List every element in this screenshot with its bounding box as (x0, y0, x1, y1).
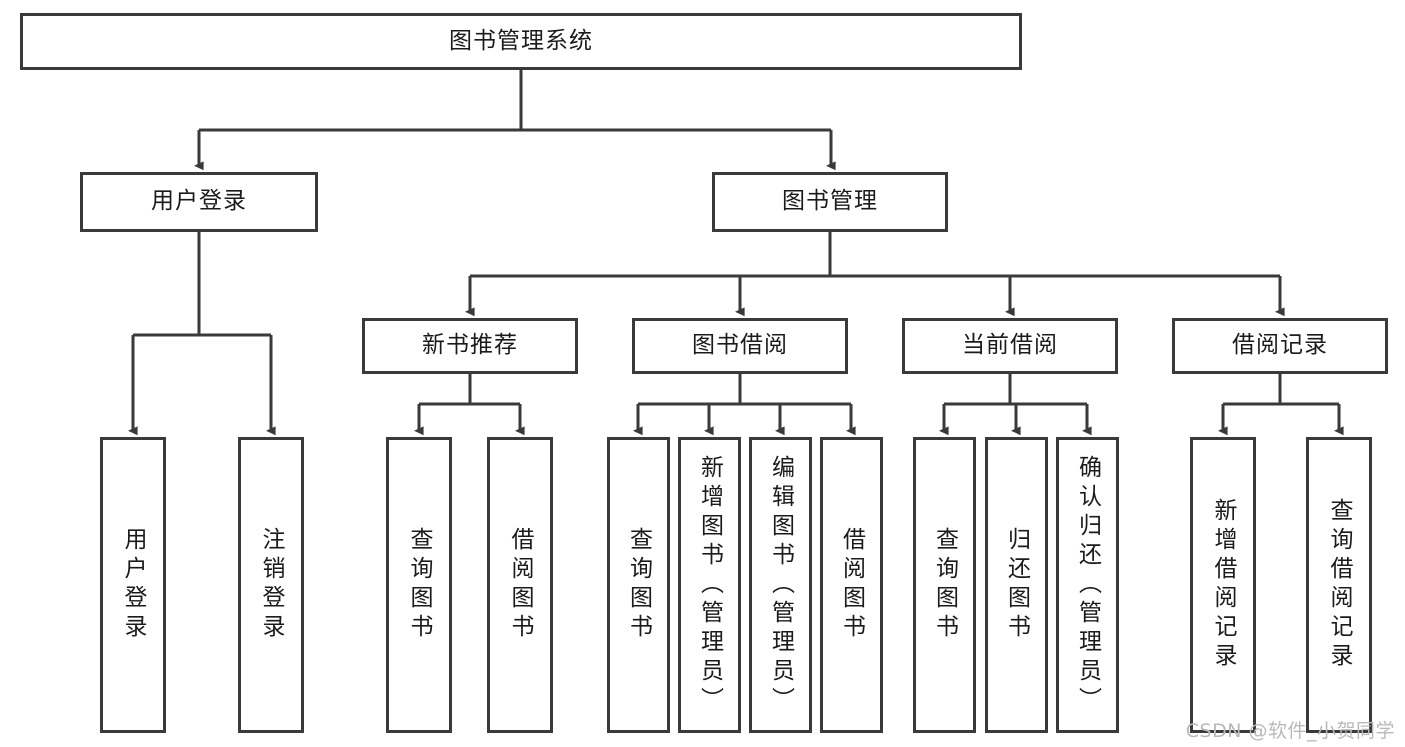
node-current-borrow[interactable]: 当前借阅 (902, 318, 1118, 374)
node-leaf-borrow-book[interactable]: 借阅图书 (820, 437, 883, 733)
node-leaf-query-book-current[interactable]: 查询图书 (913, 437, 976, 733)
node-leaf-return-book[interactable]: 归还图书 (985, 437, 1048, 733)
node-leaf-query-borrow-record[interactable]: 查询借阅记录 (1306, 437, 1372, 733)
node-leaf-query-book-borrow[interactable]: 查询图书 (607, 437, 670, 733)
node-new-book-recommend[interactable]: 新书推荐 (362, 318, 578, 374)
node-book-borrow[interactable]: 图书借阅 (632, 318, 848, 374)
node-leaf-add-borrow-record[interactable]: 新增借阅记录 (1190, 437, 1256, 733)
node-leaf-user-login[interactable]: 用户登录 (100, 437, 166, 733)
node-leaf-logout[interactable]: 注销登录 (238, 437, 304, 733)
node-leaf-add-book-admin[interactable]: 新增图书（管理员） (678, 437, 741, 733)
node-leaf-edit-book-admin[interactable]: 编辑图书（管理员） (749, 437, 812, 733)
node-leaf-borrow-book-new[interactable]: 借阅图书 (487, 437, 553, 733)
node-leaf-confirm-return-admin[interactable]: 确认归还（管理员） (1056, 437, 1119, 733)
node-user-login[interactable]: 用户登录 (80, 172, 318, 232)
node-book-manage[interactable]: 图书管理 (712, 172, 948, 232)
node-leaf-query-book-new[interactable]: 查询图书 (386, 437, 452, 733)
node-root[interactable]: 图书管理系统 (20, 13, 1022, 70)
node-borrow-record[interactable]: 借阅记录 (1172, 318, 1388, 374)
